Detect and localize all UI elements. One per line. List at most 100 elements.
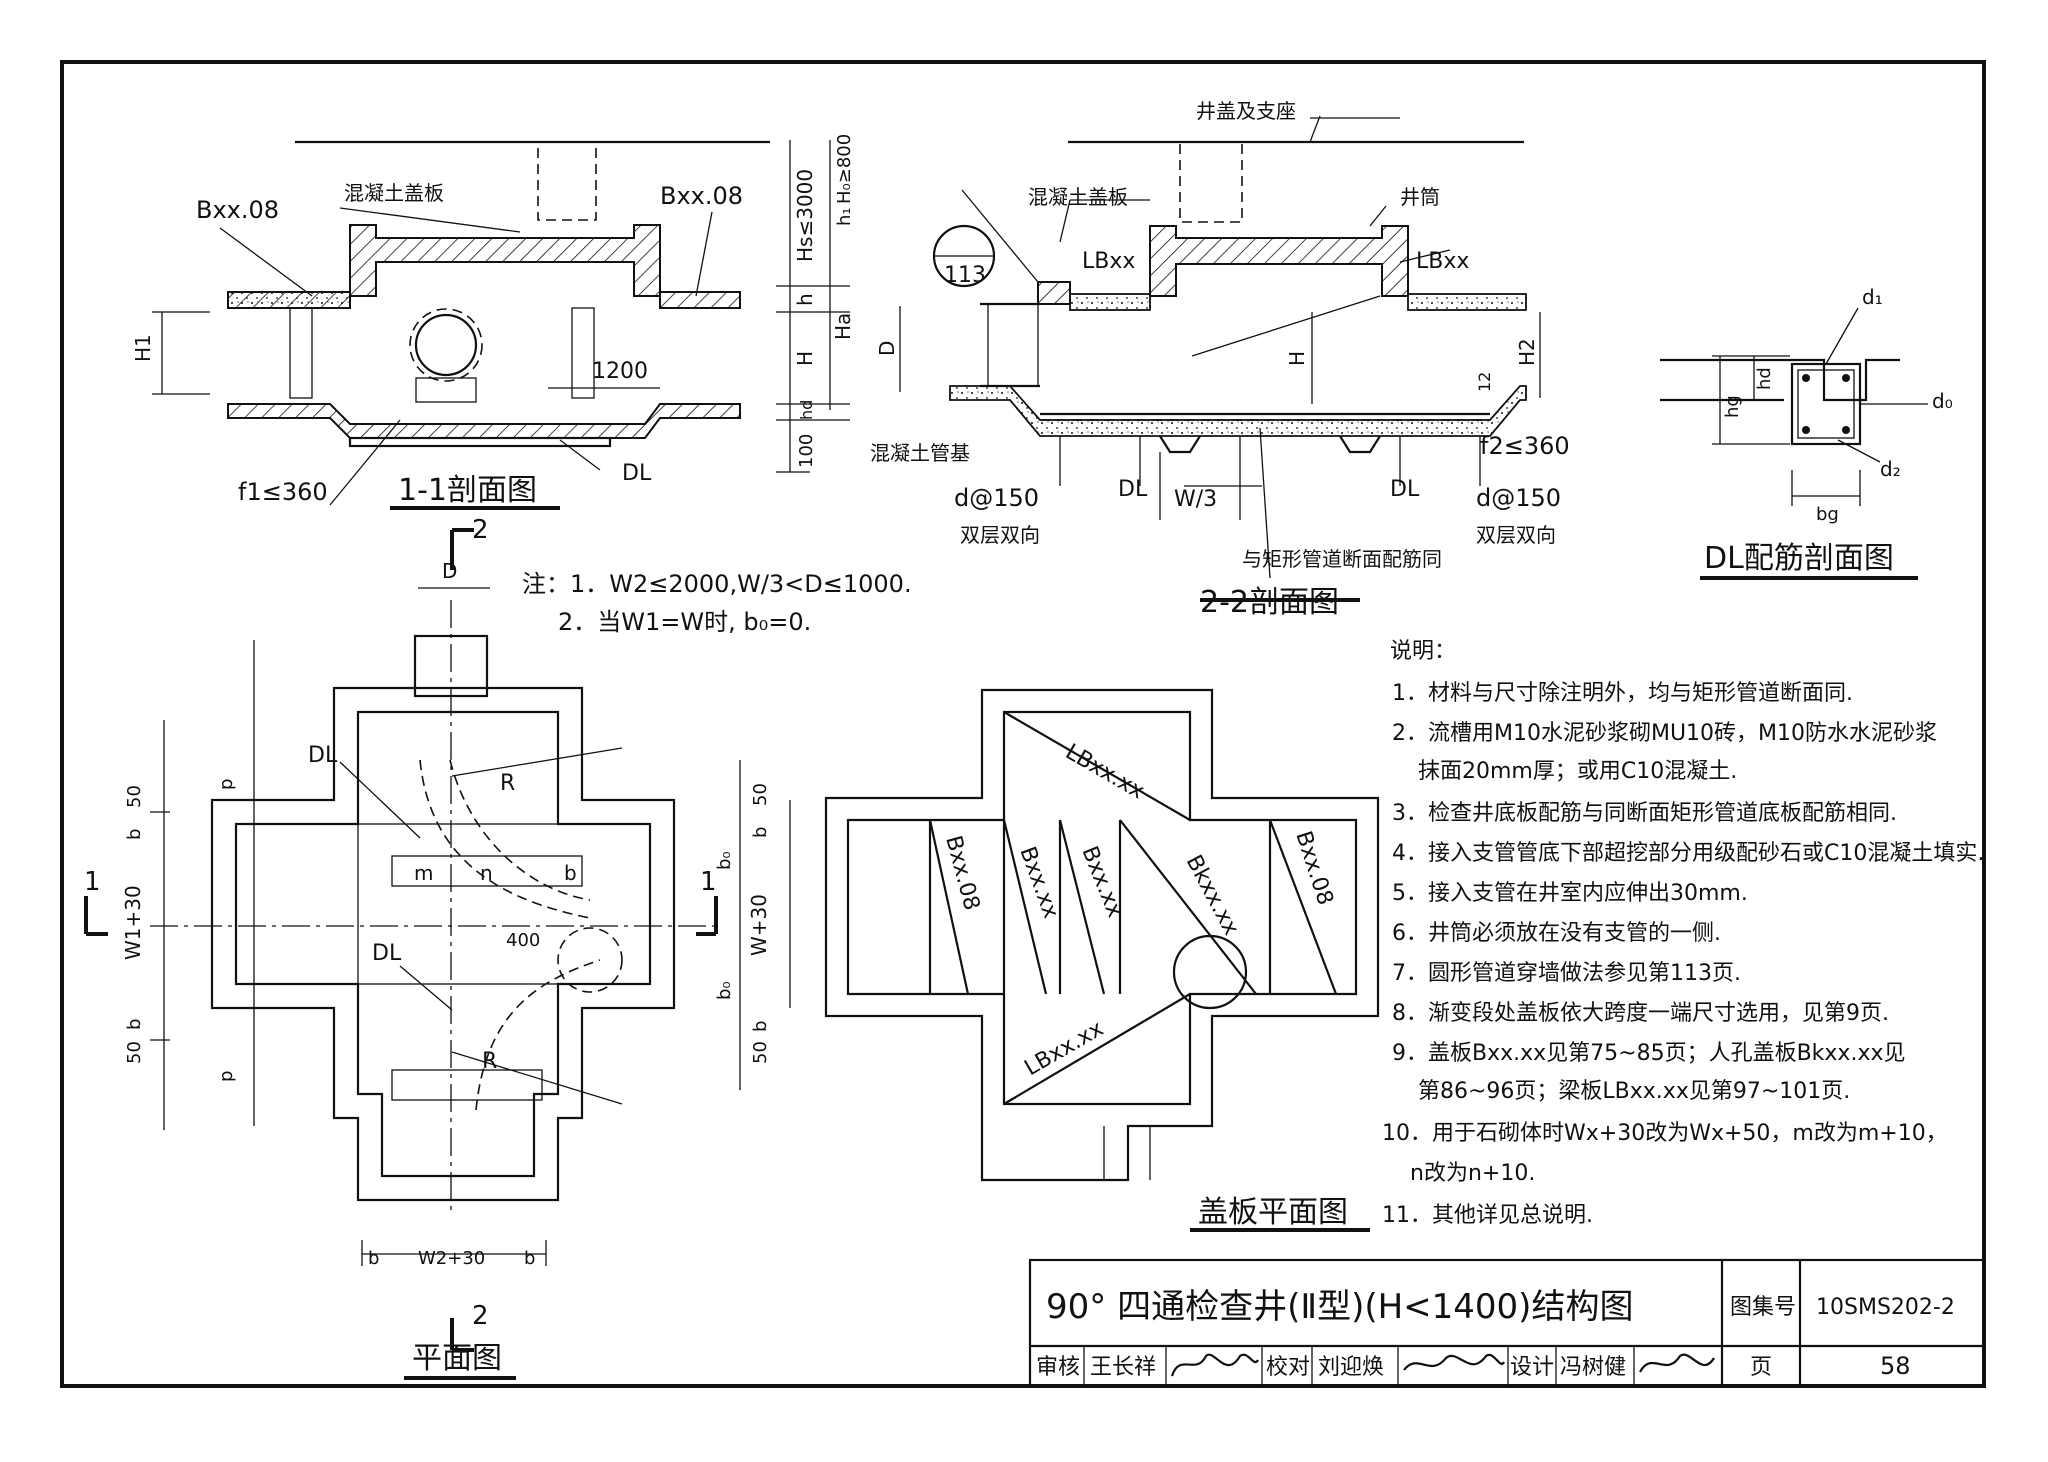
drawing-title: 90° 四通检查井(Ⅱ型)(H<1400)结构图 bbox=[1046, 1287, 1633, 1327]
plan-r50-bot: 50 bbox=[750, 1041, 771, 1064]
shaft-label: 井筒 bbox=[1400, 185, 1440, 209]
dim-12: 12 bbox=[1475, 372, 1494, 392]
note-line-2: 2．当W1=W时, b₀=0. bbox=[558, 608, 811, 636]
designer-name: 冯树健 bbox=[1560, 1355, 1626, 1380]
explanation-item-4: 4．接入支管管底下部超挖部分用级配砂石或C10混凝土填实. bbox=[1392, 841, 1984, 866]
page-label: 页 bbox=[1750, 1355, 1772, 1380]
plan-R-top: R bbox=[500, 771, 515, 796]
note-line-1: 注：1．W2≤2000,W/3<D≤1000. bbox=[522, 570, 912, 598]
concrete-cover-label-2: 混凝土盖板 bbox=[1028, 185, 1128, 209]
plan-m: m bbox=[414, 861, 433, 885]
bg-label: bg bbox=[1816, 504, 1839, 525]
plan-50-top: 50 bbox=[124, 785, 145, 808]
section-2-2 bbox=[899, 115, 1541, 602]
explanation-item-2b: 抹面20mm厚；或用C10混凝土. bbox=[1418, 759, 1737, 784]
dim-hd: hd bbox=[797, 400, 816, 420]
explanation-heading: 说明： bbox=[1390, 639, 1456, 664]
f1-label: f1≤360 bbox=[238, 478, 328, 506]
plan-400: 400 bbox=[506, 930, 540, 951]
explanation-item-2: 2．流槽用M10水泥砂浆砌MU10砖，M10防水水泥砂浆 bbox=[1392, 721, 1937, 746]
vertical-dimension-chain: Hs≤3000 h₁ H₀≥800 h H Ha hd 100 bbox=[776, 134, 855, 473]
checker-signature bbox=[1403, 1353, 1505, 1371]
dim-Ha: Ha bbox=[831, 313, 855, 340]
top-notes: 注：1．W2≤2000,W/3<D≤1000. 2．当W1=W时, b₀=0. bbox=[522, 570, 912, 636]
dim-h0: H₀≥800 bbox=[834, 134, 855, 204]
plan-rb-top: b bbox=[750, 827, 771, 838]
rebar-right: d@150 bbox=[1476, 484, 1561, 512]
plan-rb-bot: b bbox=[750, 1021, 771, 1032]
dim-H: H bbox=[793, 351, 817, 366]
cover-seat-label: 井盖及支座 bbox=[1196, 99, 1296, 123]
plan-b-mid: b bbox=[564, 861, 577, 885]
explanation: 说明： 1．材料与尺寸除注明外，均与矩形管道断面同. 2．流槽用M10水泥砂浆砌… bbox=[1382, 639, 1984, 1228]
explanation-item-11: 11．其他详见总说明. bbox=[1382, 1203, 1593, 1228]
sheet-border bbox=[60, 60, 1986, 1388]
explanation-item-10b: n改为n+10. bbox=[1410, 1161, 1535, 1186]
dual-right: 双层双向 bbox=[1476, 523, 1556, 547]
atlas-label: 图集号 bbox=[1730, 1295, 1796, 1320]
explanation-item-7: 7．圆形管道穿墙做法参见第113页. bbox=[1392, 961, 1741, 986]
rebar-left: d@150 bbox=[954, 484, 1039, 512]
check-label: 校对 bbox=[1266, 1355, 1310, 1380]
section-2-2-labels: 井盖及支座 混凝土盖板 井筒 113 LBxx LBxx D H H2 12 f… bbox=[870, 99, 1570, 620]
title-block: 90° 四通检查井(Ⅱ型)(H<1400)结构图 图集号 10SMS202-2 … bbox=[1028, 1258, 1986, 1388]
lbxx-left: LBxx bbox=[1082, 249, 1135, 274]
d2-label: d₂ bbox=[1880, 457, 1901, 481]
cover-lb-top: LBxx.xx bbox=[1061, 740, 1148, 805]
designer-signature bbox=[1639, 1353, 1715, 1373]
dl-section-title: DL配筋剖面图 bbox=[1704, 541, 1894, 576]
same-rebar-label: 与矩形管道断面配筋同 bbox=[1242, 547, 1442, 571]
plan-bb-right: b bbox=[524, 1248, 535, 1269]
plan-w30: W+30 bbox=[747, 894, 771, 956]
cover-plan bbox=[824, 688, 1380, 1232]
plan-section-mark-bottom: 2 bbox=[472, 1301, 489, 1331]
explanation-item-9b: 第86~96页；梁板LBxx.xx见第97~101页. bbox=[1418, 1079, 1850, 1104]
plan-dim-D: D bbox=[442, 559, 457, 583]
plan-bb-left: b bbox=[368, 1248, 379, 1269]
section-2-2-title: 2-2剖面图 bbox=[1200, 585, 1339, 620]
dim-w3: W/3 bbox=[1174, 487, 1217, 512]
plan-r50-top: 50 bbox=[750, 783, 771, 806]
plan-p-top: p bbox=[216, 779, 237, 790]
design-label: 设计 bbox=[1510, 1355, 1554, 1380]
dim-H2: H2 bbox=[1515, 338, 1539, 366]
plan-b-bot: b bbox=[124, 1019, 145, 1030]
hg-label: hg bbox=[1722, 395, 1743, 418]
plan-dl-mid: DL bbox=[372, 941, 402, 966]
cover-b2: Bxx.xx bbox=[1014, 844, 1063, 922]
plan-section-mark-top: 2 bbox=[472, 515, 489, 545]
plan-title: 平面图 bbox=[412, 1341, 502, 1376]
dim-h1: H1 bbox=[131, 334, 155, 362]
plan-50-bot: 50 bbox=[124, 1041, 145, 1064]
cover-plan-labels: LBxx.xx LBxx.xx Bxx.08 Bxx.xx Bxx.xx Bkx… bbox=[940, 740, 1348, 1230]
dl-left-2-2: DL bbox=[1118, 477, 1148, 502]
explanation-item-3: 3．检查井底板配筋与同断面矩形管道底板配筋相同. bbox=[1392, 801, 1897, 826]
plan-section-1-right: 1 bbox=[700, 867, 717, 897]
reviewer-signature bbox=[1170, 1353, 1259, 1377]
dim-100: 100 bbox=[796, 434, 817, 468]
lbxx-right: LBxx bbox=[1416, 249, 1469, 274]
explanation-item-9: 9．盖板Bxx.xx见第75~85页；人孔盖板Bkxx.xx见 bbox=[1392, 1041, 1906, 1066]
dim-1200: 1200 bbox=[592, 359, 648, 384]
cover-label-right: Bxx.08 bbox=[660, 182, 743, 210]
dim-D-2-2: D bbox=[875, 341, 899, 356]
review-label: 审核 bbox=[1036, 1355, 1080, 1380]
plan-b0-top: b₀ bbox=[714, 851, 735, 870]
plan-p-bot: p bbox=[216, 1071, 237, 1082]
f2-label: f2≤360 bbox=[1480, 432, 1570, 460]
explanation-item-10: 10．用于石砌体时Wx+30改为Wx+50，m改为m+10， bbox=[1382, 1121, 1948, 1146]
concrete-cover-label: 混凝土盖板 bbox=[344, 181, 444, 205]
page-number: 58 bbox=[1880, 1352, 1911, 1380]
dl-right-2-2: DL bbox=[1390, 477, 1420, 502]
cover-plan-title: 盖板平面图 bbox=[1198, 1195, 1348, 1230]
d1-label: d₁ bbox=[1862, 285, 1883, 309]
cover-lb-bot: LBxx.xx bbox=[1021, 1016, 1108, 1081]
plan-dl-top: DL bbox=[308, 743, 338, 768]
explanation-item-8: 8．渐变段处盖板依大跨度一端尺寸选用，见第9页. bbox=[1392, 1001, 1889, 1026]
dim-H-2-2: H bbox=[1285, 351, 1309, 366]
cover-b5: Bxx.08 bbox=[1290, 828, 1337, 908]
plan-view bbox=[84, 528, 791, 1380]
plan-b0-bot: b₀ bbox=[714, 981, 735, 1000]
plan-labels: 2 2 1 1 D DL DL R R p p 50 b W1+30 b 50 … bbox=[84, 515, 771, 1376]
section-1-1-title: 1-1剖面图 bbox=[398, 473, 537, 508]
